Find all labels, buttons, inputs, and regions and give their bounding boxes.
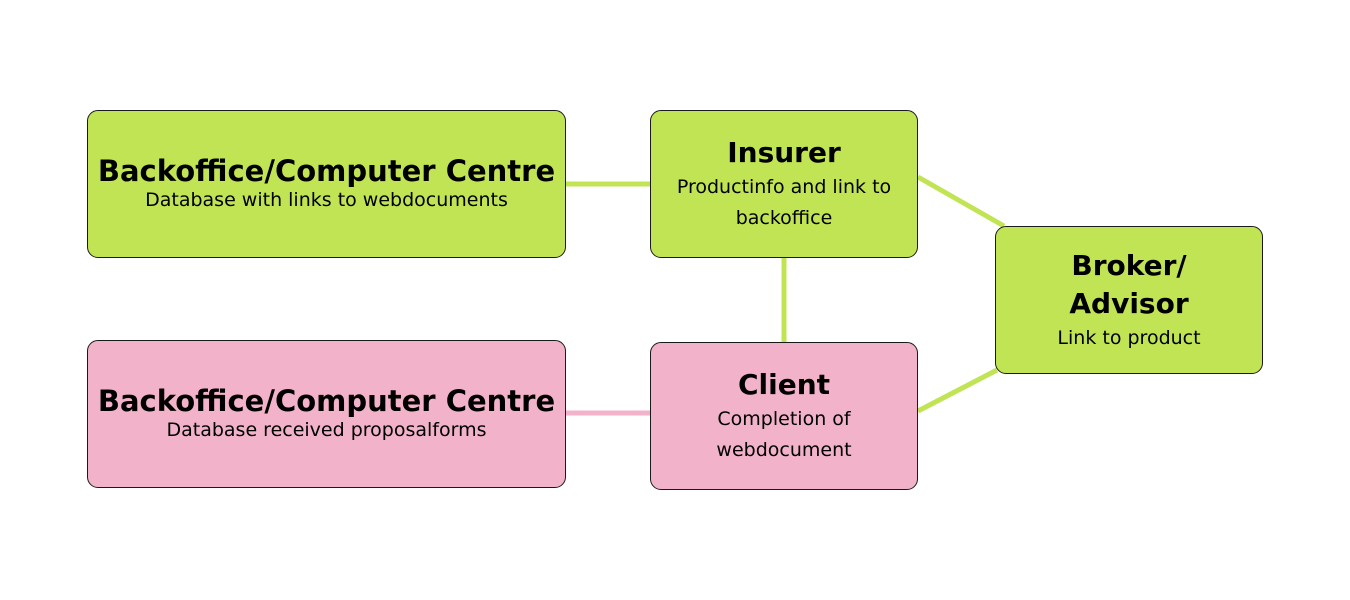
connector-insurer-broker [916, 174, 1006, 229]
node-subtitle: Productinfo and link to backoffice [676, 176, 892, 229]
client-node: Client Completion of webdocument [650, 342, 918, 490]
node-title-line1: Broker/ [1071, 248, 1187, 282]
backoffice-bottom-node: Backoffice/Computer Centre Database rece… [87, 340, 566, 488]
node-subtitle: Completion of webdocument [716, 408, 852, 461]
backoffice-top-node: Backoffice/Computer Centre Database with… [87, 110, 566, 258]
node-title: Client [737, 368, 831, 401]
node-subtitle: Link to product [1057, 326, 1201, 349]
connector-client-broker [916, 367, 999, 414]
node-title: Insurer [727, 136, 841, 169]
node-title-line2: Advisor [1069, 286, 1189, 320]
node-subtitle: Database with links to webdocuments [145, 189, 508, 211]
insurer-node: Insurer Productinfo and link to backoffi… [650, 110, 918, 258]
node-title: Backoffice/Computer Centre [97, 384, 556, 418]
broker-advisor-node: Broker/ Advisor Link to product [995, 226, 1263, 374]
node-subtitle: Database received proposalforms [166, 419, 487, 441]
node-title: Backoffice/Computer Centre [97, 154, 556, 188]
